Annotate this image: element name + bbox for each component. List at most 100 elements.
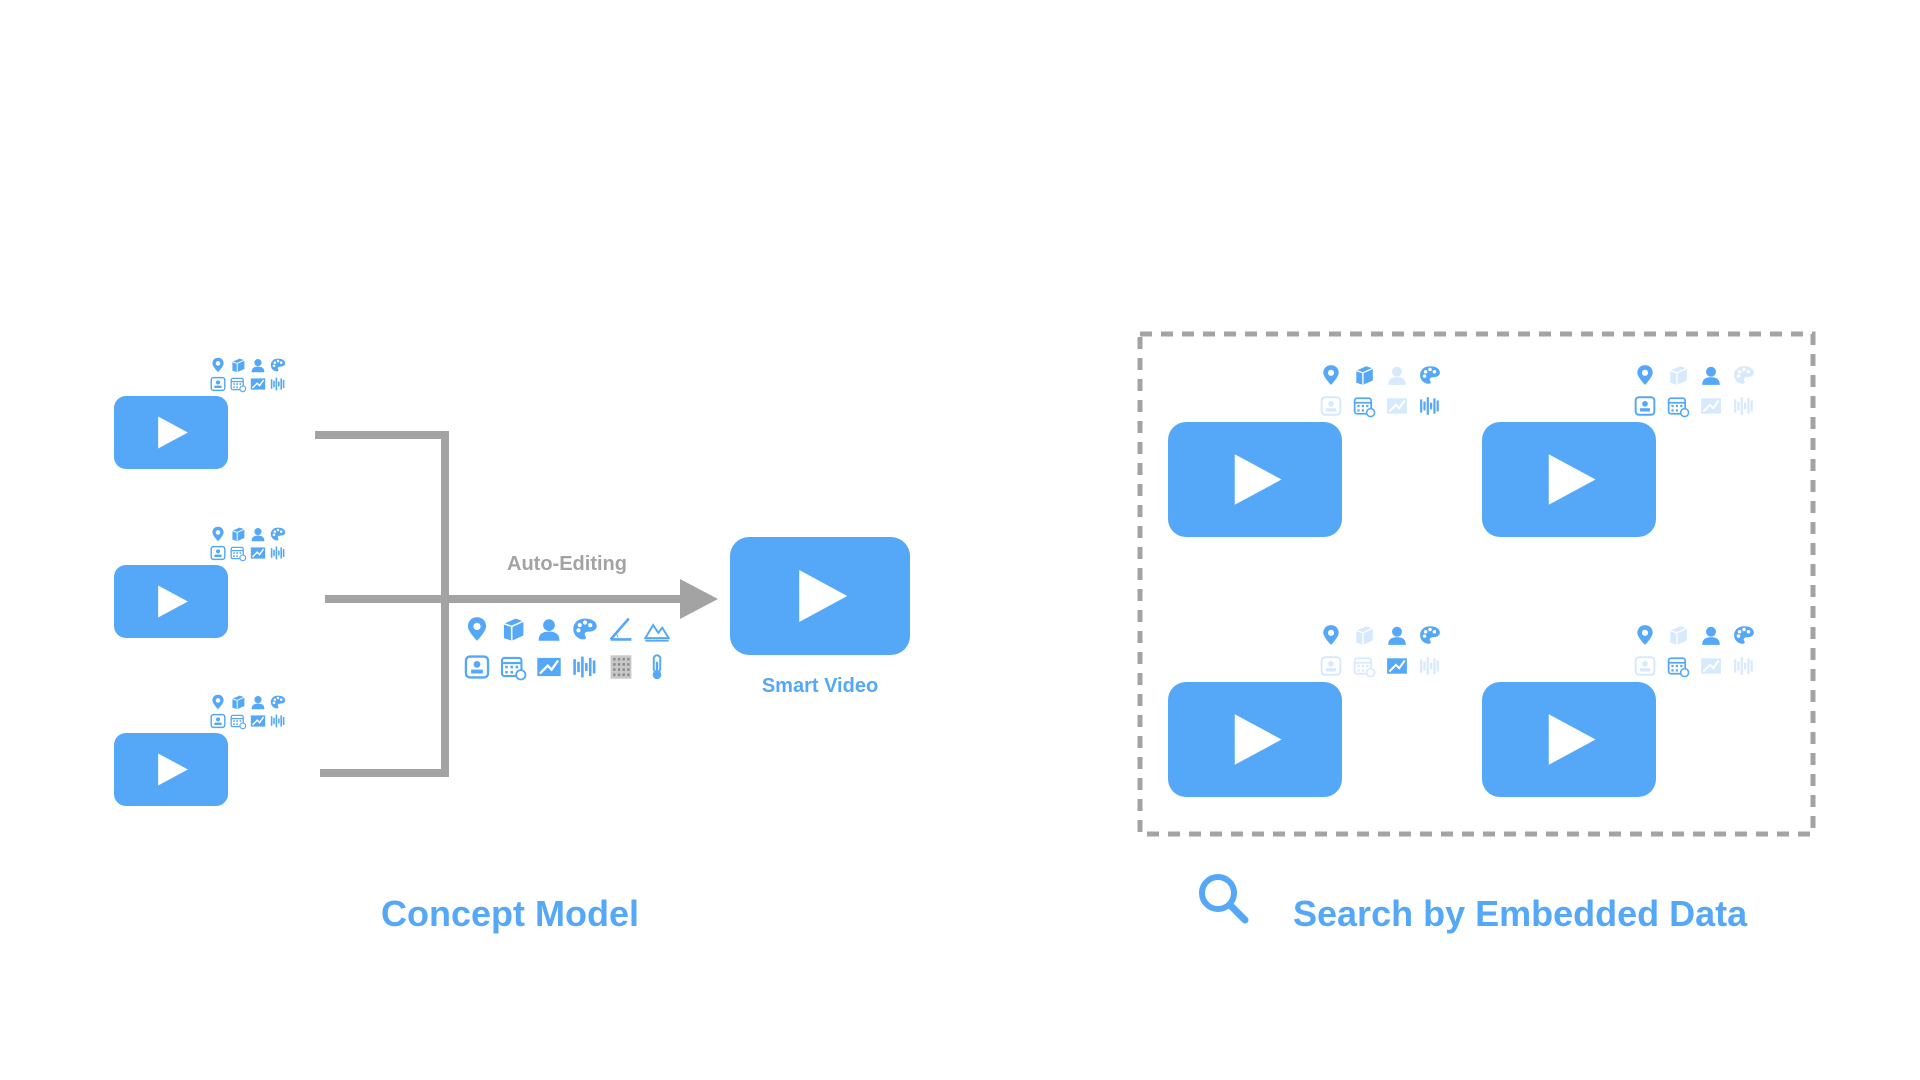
search-results-frame [1137,331,1816,837]
cube-icon [503,618,524,641]
palette-icon [1734,366,1754,384]
image-icon [250,378,266,390]
location-pin-icon [212,357,224,373]
input-video [114,357,286,469]
embedded-metadata-icons [464,617,671,681]
angle-icon [609,617,632,641]
smart-video-play-button[interactable] [730,537,910,655]
id-card-icon [464,655,490,679]
input-video [114,526,286,638]
calendar-icon [230,377,247,393]
auto-editing-arrow-head [680,579,718,619]
play-icon [1234,714,1282,765]
id-card-icon [1634,656,1656,676]
palette-icon [573,618,597,640]
input-video-play-button[interactable] [114,396,228,469]
person-icon [251,528,265,542]
result-play-button[interactable] [1168,422,1342,537]
cube-icon [1670,366,1688,385]
cube-icon [232,695,245,710]
person-icon [1388,366,1406,385]
grid-icon [610,655,632,679]
person-icon [251,696,265,710]
person-icon [1702,366,1720,385]
calendar-icon [1667,397,1690,418]
search-result-video[interactable] [1168,365,1440,537]
image-icon [537,657,561,677]
input-video [114,694,286,806]
image-icon [250,547,266,559]
play-icon [1548,714,1596,765]
palette-icon [270,358,286,372]
cube-icon [232,358,245,373]
person-icon [1702,626,1720,645]
location-pin-icon [1637,365,1653,385]
cube-icon [1670,626,1688,645]
waveform-icon [270,714,285,728]
location-pin-icon [1323,365,1339,385]
search-result-video[interactable] [1482,365,1754,537]
cube-icon [1356,366,1374,385]
image-icon [250,715,266,727]
id-card-icon [1320,396,1342,416]
id-card-icon [210,545,226,561]
person-icon [1388,626,1406,645]
palette-icon [1420,626,1440,644]
image-icon [1387,398,1407,414]
waveform-icon [1420,657,1439,675]
waveform-icon [1734,657,1753,675]
result-play-button[interactable] [1482,422,1656,537]
calendar-icon [500,656,527,681]
image-icon [1701,398,1721,414]
image-icon [1387,658,1407,674]
calendar-icon [230,546,247,562]
palette-icon [1734,626,1754,644]
id-card-icon [1320,656,1342,676]
id-card-icon [210,713,226,729]
thermometer-icon [652,654,662,680]
calendar-icon [1667,657,1690,678]
waveform-icon [1734,397,1753,415]
concept-model-caption: Concept Model [381,893,639,934]
search-section [1137,331,1816,924]
location-pin-icon [1323,625,1339,645]
location-pin-icon [212,526,224,542]
search-result-video[interactable] [1482,625,1754,797]
search-caption: Search by Embedded Data [1293,893,1748,934]
play-icon [1548,454,1596,505]
cube-icon [1356,626,1374,645]
waveform-icon [573,656,596,678]
id-card-icon [210,376,226,392]
palette-icon [270,695,286,709]
location-pin-icon [212,694,224,710]
calendar-icon [230,714,247,730]
waveform-icon [270,546,285,560]
auto-editing-label: Auto-Editing [507,553,627,575]
result-play-button[interactable] [1482,682,1656,797]
search-result-video[interactable] [1168,625,1440,797]
mountain-icon [643,623,671,642]
calendar-icon [1353,657,1376,678]
play-icon [799,570,848,622]
id-card-icon [1634,396,1656,416]
play-icon [158,753,188,786]
image-icon [1701,658,1721,674]
search-icon [1199,874,1249,924]
play-icon [158,416,188,449]
palette-icon [1420,366,1440,384]
person-icon [538,619,560,641]
smart-video-label: Smart Video [761,675,879,697]
play-icon [1234,454,1282,505]
merge-bracket [315,431,449,777]
play-icon [158,585,188,618]
input-video-play-button[interactable] [114,733,228,806]
person-icon [251,359,265,373]
location-pin-icon [467,617,487,641]
input-video-play-button[interactable] [114,565,228,638]
result-play-button[interactable] [1168,682,1342,797]
waveform-icon [270,377,285,391]
calendar-icon [1353,397,1376,418]
cube-icon [232,527,245,542]
concept-model-section [114,357,910,806]
